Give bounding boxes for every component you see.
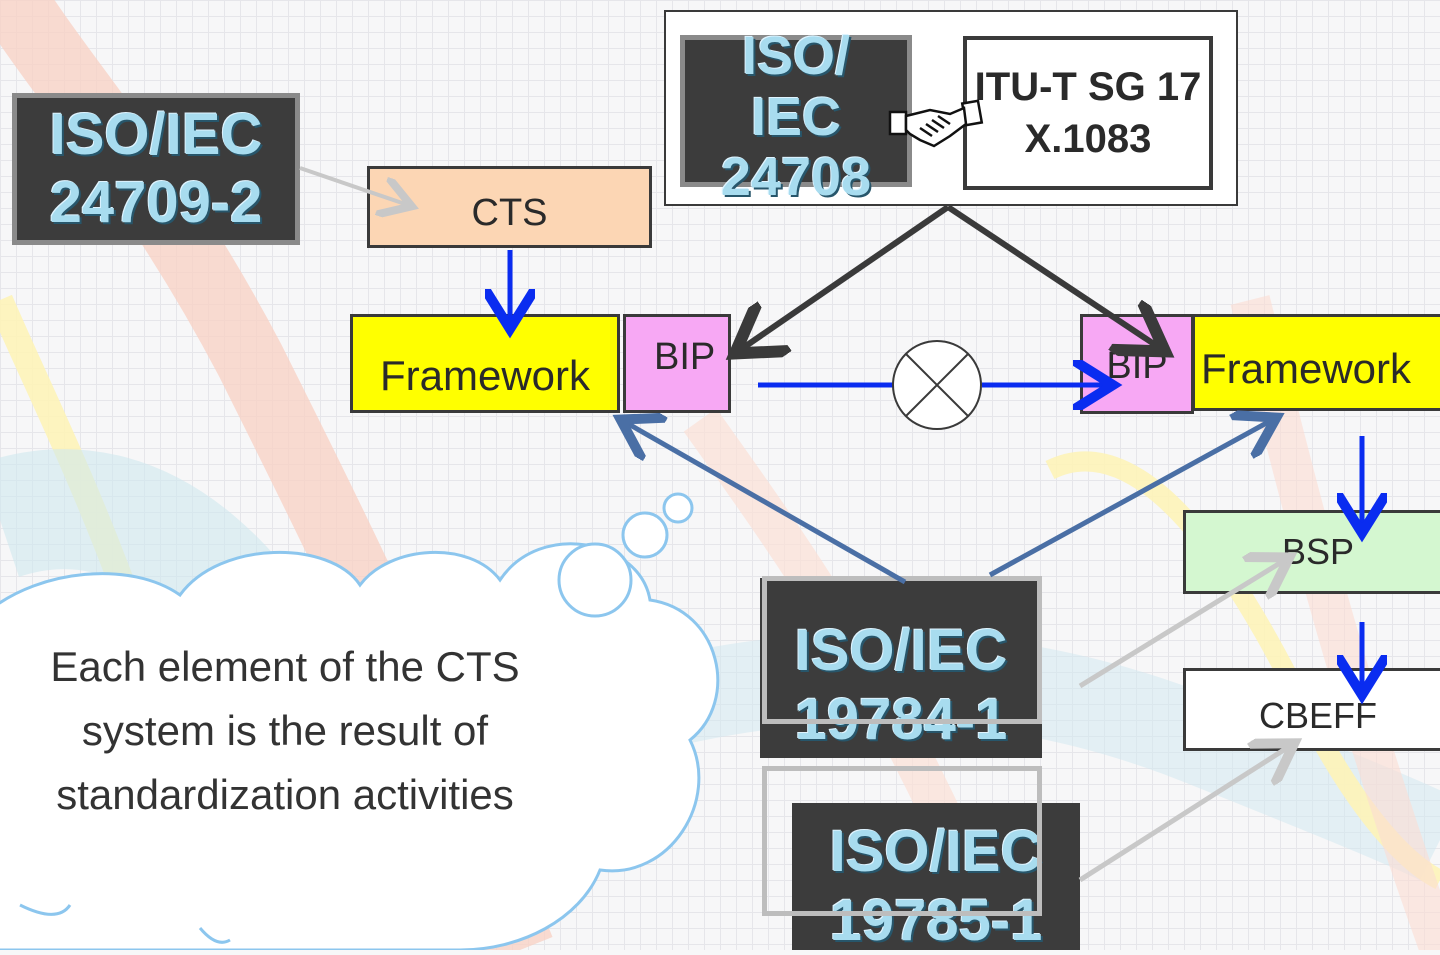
cloud-caption: Each element of the CTS system is the re… bbox=[50, 643, 520, 818]
cbeff-label: CBEFF bbox=[1258, 694, 1377, 736]
bip-left-box: BIP bbox=[623, 314, 731, 413]
iso-19785-1-label: ISO/IEC 19785-1 bbox=[829, 819, 1043, 953]
iso-24708-label: ISO/ IEC 24708 bbox=[720, 26, 872, 208]
iso-19784-1-outline bbox=[762, 576, 1042, 724]
framework-left-box: Framework bbox=[350, 314, 620, 413]
bsp-label: BSP bbox=[1281, 531, 1355, 572]
iso-24709-2-box: ISO/IEC 24709-2 bbox=[12, 93, 300, 245]
bip-left-label: BIP bbox=[654, 336, 716, 378]
cts-label: CTS bbox=[471, 191, 548, 234]
iso-19785-1-box: ISO/IEC 19785-1 bbox=[792, 803, 1080, 953]
cts-box: CTS bbox=[367, 166, 652, 248]
bip-right-label: BIP bbox=[1106, 344, 1168, 387]
cbeff-box: CBEFF bbox=[1183, 668, 1440, 751]
itu-x1083-box: ITU-T SG 17 X.1083 bbox=[963, 36, 1213, 190]
bsp-box: BSP bbox=[1183, 510, 1440, 594]
iso-24708-box: ISO/ IEC 24708 bbox=[680, 26, 912, 207]
framework-right-label: Framework bbox=[1201, 344, 1412, 392]
framework-right-box: Framework bbox=[1192, 314, 1440, 411]
bip-right-box: BIP bbox=[1080, 314, 1194, 414]
iso-24709-2-label: ISO/IEC 24709-2 bbox=[49, 101, 263, 235]
itu-x1083-label: ITU-T SG 17 X.1083 bbox=[974, 65, 1202, 161]
iso-19785-1-outline bbox=[762, 766, 1042, 916]
framework-left-label: Framework bbox=[379, 351, 591, 399]
